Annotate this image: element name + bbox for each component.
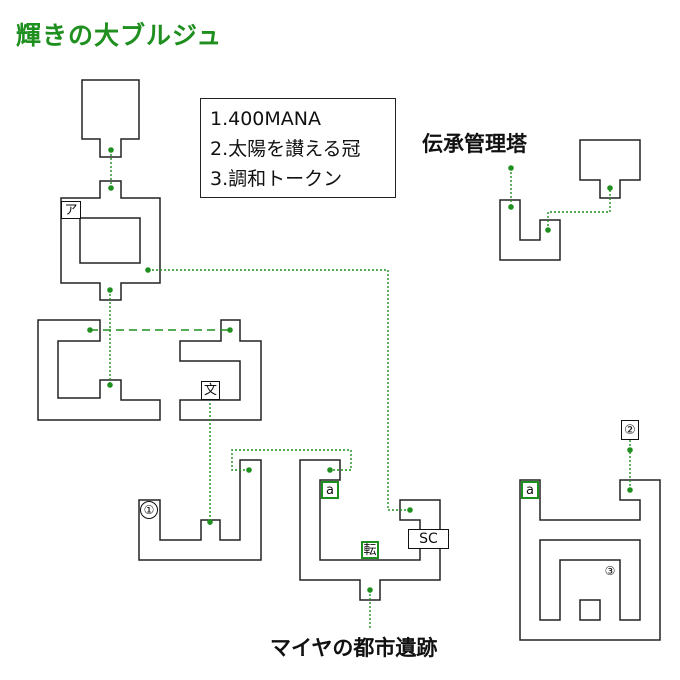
marker-ten[interactable]: 転 [361, 541, 379, 559]
legend-item-2: 2.太陽を讃える冠 [210, 138, 361, 160]
room-bun [179, 319, 262, 421]
path-one-ruins [231, 449, 352, 471]
legend-box: 1.400MANA 2.太陽を讃える冠 3.調和トークン [200, 98, 396, 198]
room-right-inner [539, 539, 641, 621]
room-one [138, 459, 262, 561]
map-title: 輝きの大ブルジュ [16, 21, 223, 50]
room-top-start [81, 79, 140, 158]
path-tower-link [547, 188, 611, 230]
area-label-ruins: マイヤの都市遺跡 [270, 636, 438, 660]
room-ring [60, 180, 161, 301]
area-label-tower: 伝承管理塔 [422, 132, 527, 156]
marker-bun[interactable]: 文 [201, 381, 220, 400]
legend-item-1: 1.400MANA [210, 108, 321, 130]
room-c-left [37, 319, 161, 421]
room-tower-left [499, 199, 561, 261]
room-ruins [299, 459, 441, 601]
room-right-big [519, 479, 661, 641]
marker-a-mid[interactable]: a [321, 481, 339, 499]
marker-a-top[interactable]: ア [61, 201, 81, 219]
room-ring-hole [79, 217, 141, 264]
marker-a-right[interactable]: a [521, 481, 539, 499]
marker-num-2[interactable]: ② [621, 420, 639, 440]
room-tower-right [579, 139, 641, 199]
path-ring-ruins [148, 269, 410, 511]
legend-item-3: 3.調和トークン [210, 168, 343, 190]
marker-num-1[interactable]: ① [140, 501, 158, 519]
room-right-stairs [579, 599, 601, 621]
marker-sc[interactable]: SC [408, 529, 449, 549]
marker-num-3[interactable]: ③ [601, 562, 619, 580]
